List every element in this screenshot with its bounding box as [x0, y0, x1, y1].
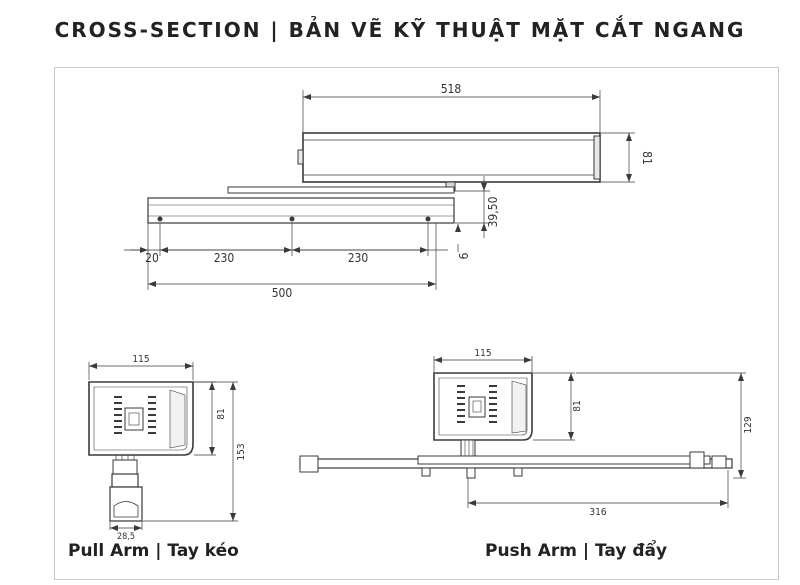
end-cap-right — [593, 135, 601, 180]
page-title: CROSS-SECTION | BẢN VẼ KỸ THUẬT MẶT CẮT … — [54, 18, 746, 42]
pull-arm-labels: 115 81 153 28,5 — [117, 354, 247, 542]
closer-body — [302, 132, 601, 183]
push-dim-label-arm: 316 — [589, 507, 606, 518]
pull-dim-label-body: 81 — [216, 408, 227, 419]
push-closer-body — [433, 372, 533, 441]
top-view — [124, 90, 635, 290]
pull-dim-label-total: 153 — [236, 443, 247, 460]
pull-dim-label-bracket: 28,5 — [117, 532, 135, 542]
push-vent-slots — [457, 385, 497, 423]
push-dim-label-body: 81 — [572, 400, 583, 411]
push-arm-shoe — [417, 455, 711, 465]
push-dim-label-total: 129 — [743, 416, 754, 433]
pull-bracket — [109, 486, 143, 522]
push-arm-labels: 115 81 129 316 — [474, 348, 754, 518]
pull-arm-block — [111, 473, 139, 488]
top-view-labels: 518 81 39,50 6 20 230 230 500 — [145, 82, 654, 300]
push-arm-view — [299, 356, 746, 508]
dim-label-edge: 6 — [457, 252, 471, 259]
pull-spindle — [112, 459, 138, 475]
pull-arm-view — [88, 362, 238, 531]
pull-adjust-window — [124, 407, 144, 431]
pull-closer-body — [88, 381, 194, 456]
push-dim-label-width: 115 — [474, 348, 491, 359]
push-adjust-window — [468, 396, 486, 418]
end-cap-left — [297, 149, 304, 165]
pull-arm-caption: Pull Arm | Tay kéo — [68, 541, 239, 561]
dim-label-left: 20 — [145, 251, 159, 265]
dim-label-height: 81 — [640, 151, 654, 165]
dim-label-mid1: 230 — [214, 251, 235, 265]
arm-bar — [147, 197, 455, 224]
pull-dim-label-width: 115 — [132, 354, 149, 365]
dim-label-total: 500 — [272, 286, 293, 300]
dim-label-offset: 39,50 — [486, 196, 500, 227]
dim-label-mid2: 230 — [348, 251, 369, 265]
dim-label-width: 518 — [441, 82, 462, 96]
pull-vent-slots — [114, 396, 156, 434]
push-arm-caption: Push Arm | Tay đẩy — [485, 541, 668, 561]
drawing-frame — [54, 67, 779, 580]
arm-track-top — [227, 186, 455, 194]
